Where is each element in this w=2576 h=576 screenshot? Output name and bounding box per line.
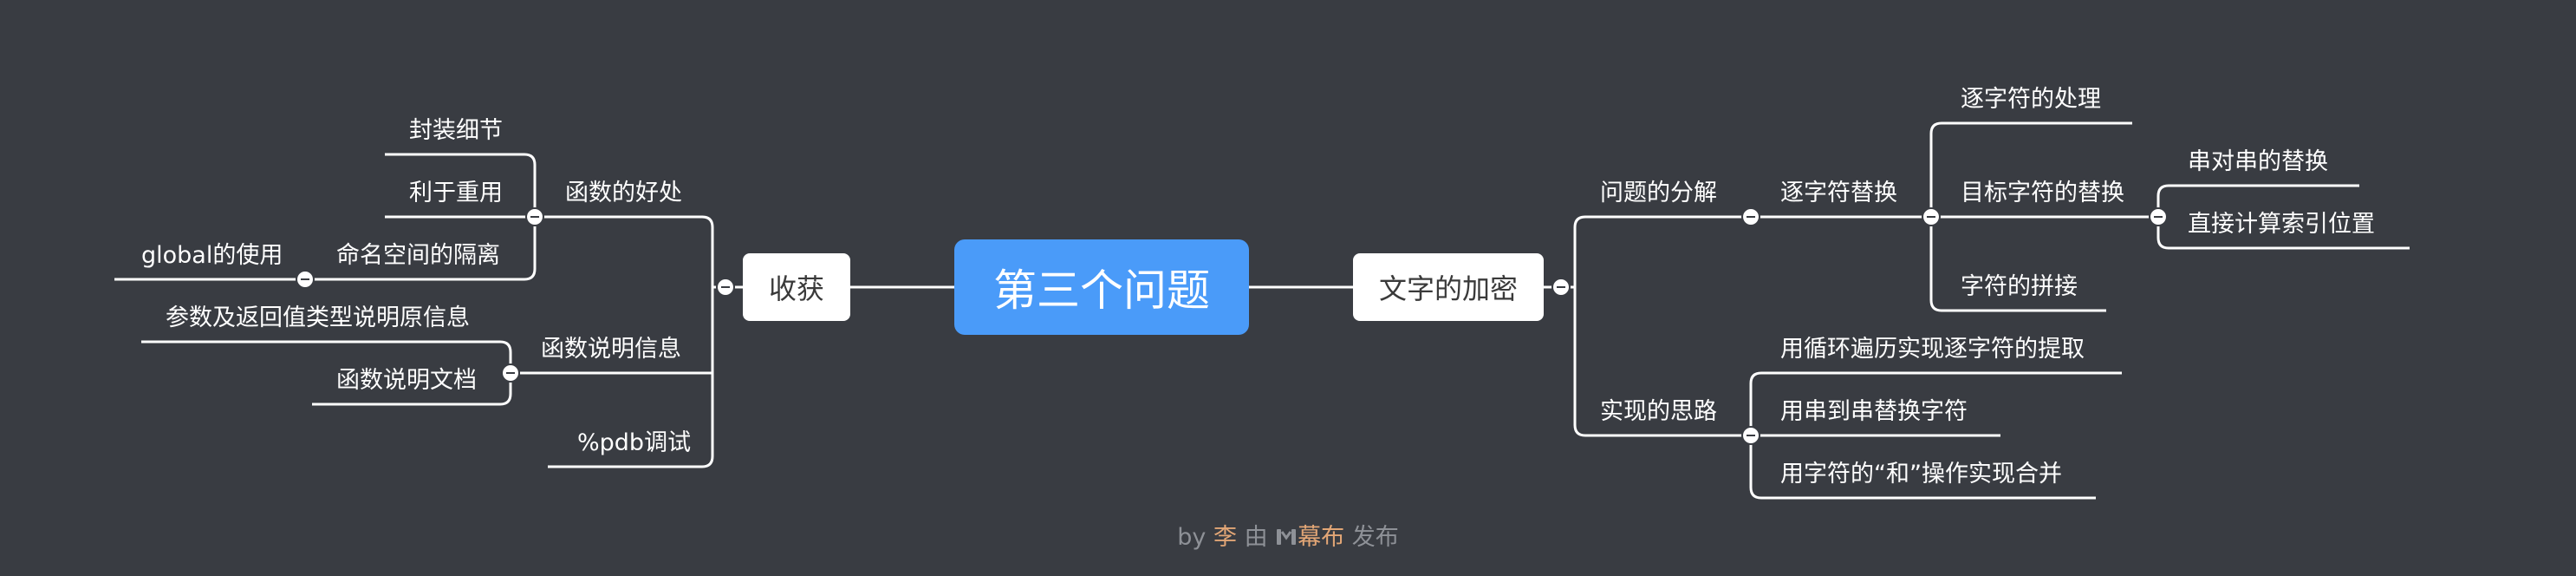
leaf-global-usage[interactable]: global的使用 [141, 242, 283, 269]
main-topic-harvest[interactable]: 收获 [743, 253, 850, 321]
footer-publish: 发布 [1351, 524, 1399, 551]
leaf-string-replace-char[interactable]: 用串到串替换字符 [1780, 398, 1968, 425]
leaf-string-to-string-replace[interactable]: 串对串的替换 [2188, 148, 2328, 175]
footer-author[interactable]: 李 [1213, 524, 1237, 551]
leaf-reuse[interactable]: 利于重用 [409, 180, 503, 206]
collapse-toggle-target-char[interactable] [1922, 207, 1941, 226]
leaf-sum-merge[interactable]: 用字符的“和”操作实现合并 [1780, 461, 2062, 488]
leaf-per-char-processing[interactable]: 逐字符的处理 [1961, 86, 2101, 113]
connector-encryption-bracket [1573, 215, 1751, 437]
node-target-char-replace[interactable]: 目标字符的替换 [1961, 180, 2124, 206]
collapse-toggle-namespace[interactable] [296, 270, 315, 289]
leaf-loop-extract[interactable]: 用循环遍历实现逐字符的提取 [1780, 336, 2085, 363]
collapse-toggle-implementation[interactable] [1741, 426, 1760, 445]
node-char-replace[interactable]: 逐字符替换 [1780, 180, 1897, 206]
collapse-toggle-encryption[interactable] [1551, 278, 1571, 297]
leaf-docstring[interactable]: 函数说明文档 [336, 367, 477, 394]
collapse-toggle-function-benefits[interactable] [525, 207, 544, 226]
leaf-param-return-info[interactable]: 参数及返回值类型说明原信息 [166, 304, 470, 331]
footer-by: by [1177, 524, 1207, 551]
collapse-toggle-char-replace[interactable] [1741, 207, 1760, 226]
footer-credit: by 李 由 幕布 发布 [0, 518, 2576, 552]
subtopic-implementation-ideas[interactable]: 实现的思路 [1600, 398, 1717, 425]
subtopic-function-docs[interactable]: 函数说明信息 [541, 336, 681, 363]
collapse-toggle-great[interactable] [2149, 207, 2168, 226]
leaf-compute-index[interactable]: 直接计算索引位置 [2188, 211, 2375, 238]
leaf-namespace-isolation[interactable]: 命名空间的隔离 [336, 242, 500, 269]
leaf-encapsulate-details[interactable]: 封装细节 [409, 117, 503, 144]
footer-mid: 由 [1244, 524, 1268, 551]
collapse-toggle-function-docs[interactable] [501, 363, 520, 383]
leaf-string-join[interactable]: 字符的拼接 [1961, 273, 2078, 300]
collapse-toggle-harvest[interactable] [716, 278, 735, 297]
subtopic-pdb-debug[interactable]: %pdb调试 [577, 429, 692, 456]
footer-brand[interactable]: 幕布 [1298, 524, 1345, 551]
subtopic-function-benefits[interactable]: 函数的好处 [565, 180, 682, 206]
mubu-logo-icon [1275, 526, 1298, 545]
subtopic-problem-decomposition[interactable]: 问题的分解 [1600, 180, 1717, 206]
main-topic-encryption[interactable]: 文字的加密 [1353, 253, 1544, 321]
connector-harvest-bracket [539, 215, 714, 468]
central-topic[interactable]: 第三个问题 [954, 239, 1249, 335]
